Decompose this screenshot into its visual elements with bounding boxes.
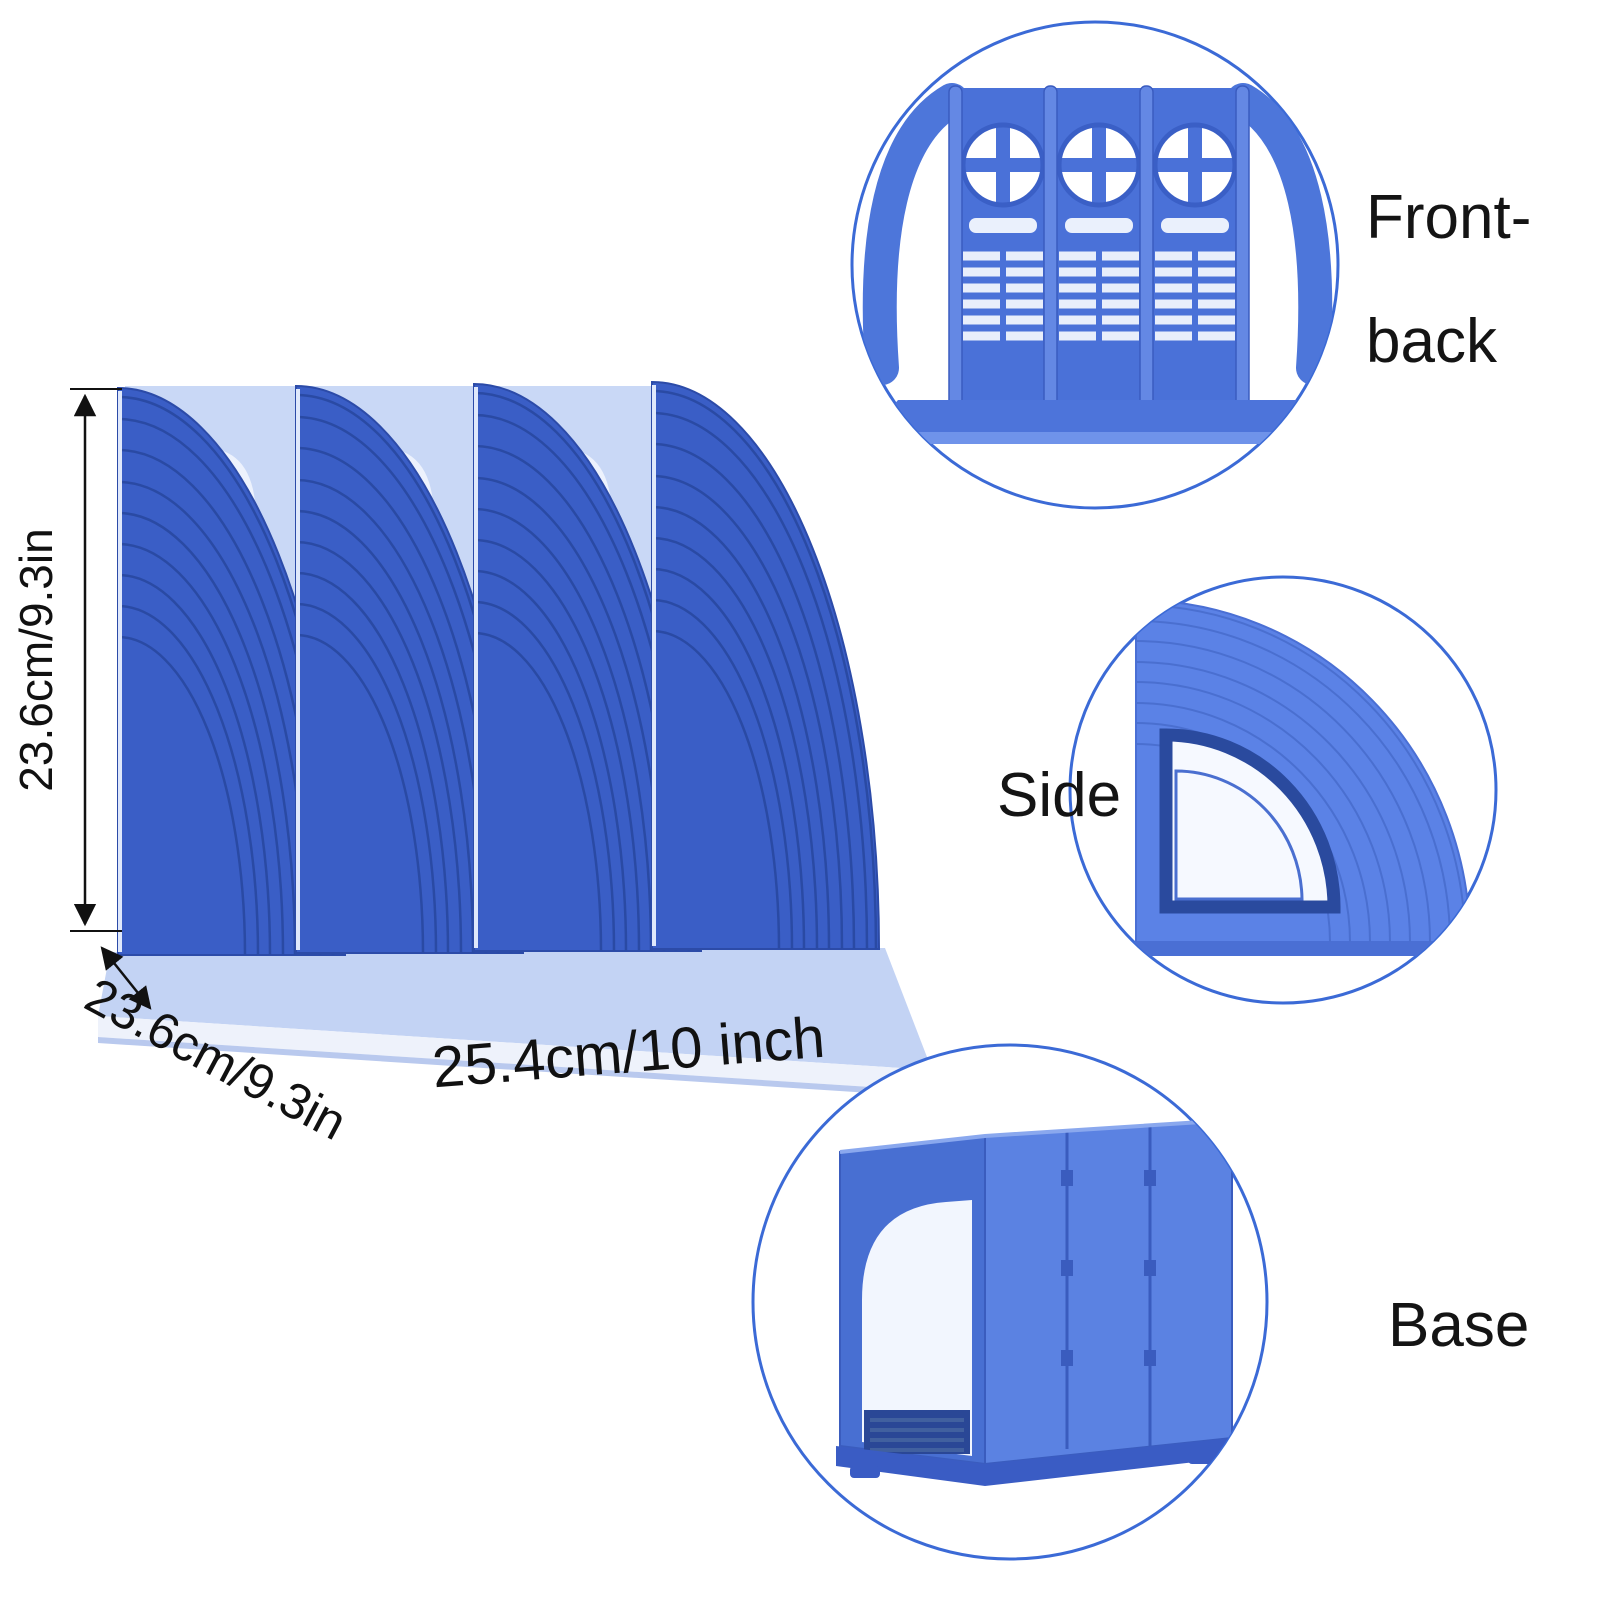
front-back-label-line2: back — [1366, 307, 1498, 376]
wheel-windows — [960, 122, 1238, 208]
base-floor-slots — [864, 1410, 970, 1454]
side-base-strip — [1128, 942, 1480, 956]
front-back-view-image — [862, 83, 1333, 456]
side-arch-window — [1159, 728, 1341, 914]
base-label: Base — [1388, 1291, 1529, 1360]
handle-slots — [969, 218, 1229, 233]
front-back-label-line1: Front- — [1366, 183, 1531, 252]
side-view-image — [1128, 598, 1480, 956]
base-panel-seams — [1061, 1126, 1156, 1455]
base-back-face — [984, 1118, 1233, 1466]
base-view-image — [836, 1118, 1233, 1486]
divider-sail-4 — [650, 380, 881, 951]
right-arm — [1226, 83, 1333, 385]
divider-edges — [948, 85, 1250, 425]
base-platform — [98, 948, 932, 1097]
base-top-edge — [839, 1118, 1233, 1154]
depth-dimension-line — [100, 946, 152, 1010]
left-arm — [862, 83, 969, 385]
base-bottom-slab — [836, 1438, 1230, 1486]
side-label: Side — [997, 761, 1121, 830]
base-arch-opening — [862, 1200, 972, 1456]
height-dimension: 23.6cm/9.3in — [10, 388, 122, 932]
main-product-image — [98, 380, 932, 1097]
height-dimension-label: 23.6cm/9.3in — [10, 528, 62, 791]
